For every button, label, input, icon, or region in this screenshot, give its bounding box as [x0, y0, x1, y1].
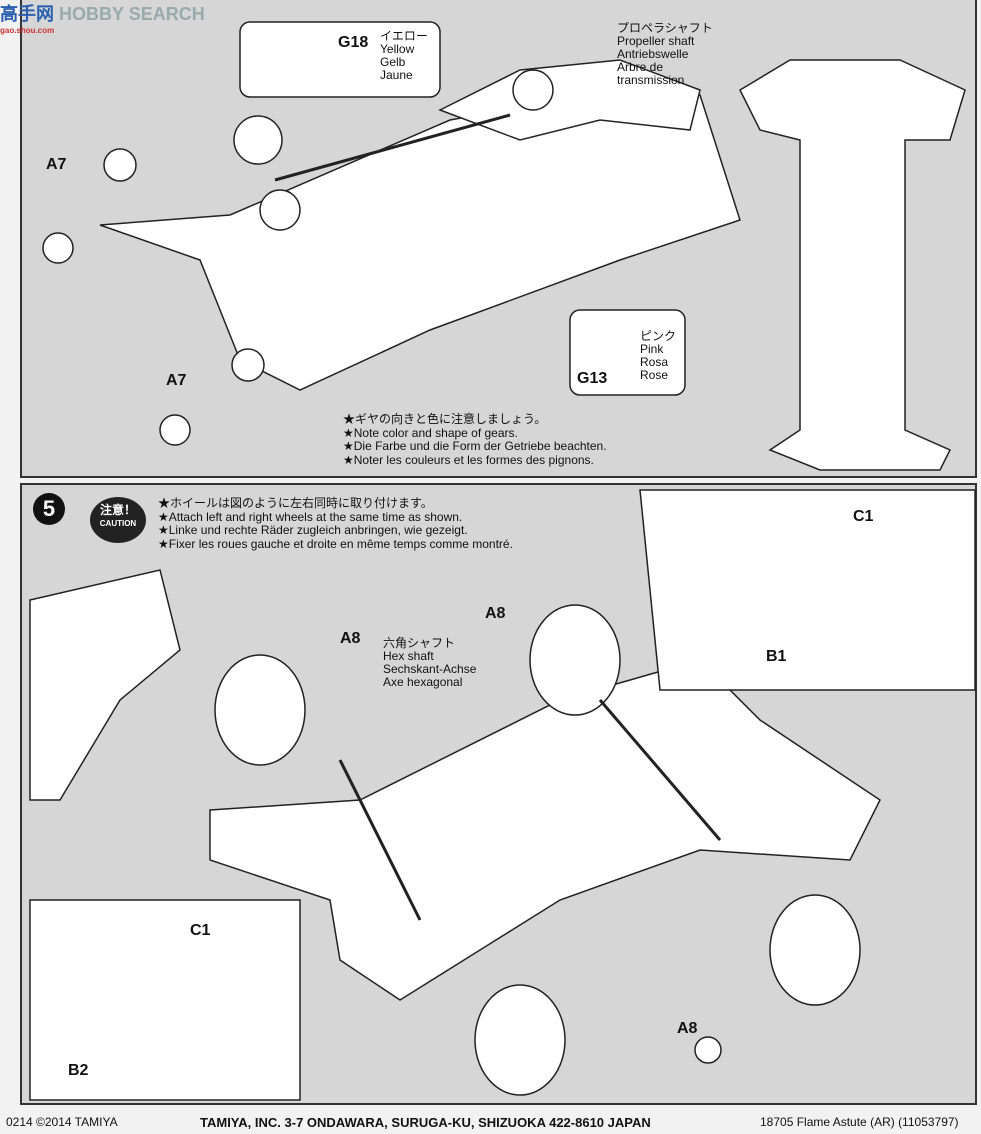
part-label-c1: C1	[190, 922, 211, 939]
step5-notes: ★ホイールは図のように左右同時に取り付けます。 ★Attach left and…	[158, 496, 513, 551]
washer-icon	[159, 414, 191, 446]
caution-badge: 注意！CAUTION	[90, 497, 146, 543]
gear-icon	[259, 189, 301, 231]
bearing-icon	[231, 348, 265, 382]
wheel-icon	[529, 604, 621, 716]
callout-bubble	[639, 489, 976, 691]
part-label-b2: B2	[68, 1062, 89, 1079]
chassis-step4	[99, 94, 741, 391]
part-label-a8: A8	[677, 1020, 698, 1037]
part-label-b1: B1	[766, 648, 787, 665]
wheel-icon	[474, 984, 566, 1096]
chassis-top-view	[739, 59, 966, 471]
hand-illustration	[29, 569, 181, 801]
part-label-a8: A8	[485, 605, 506, 622]
g13-color-text: ピンク Pink Rosa Rose	[640, 329, 677, 382]
callout-bubble	[29, 899, 301, 1101]
part-label-g18: G18	[338, 34, 369, 51]
footer-address: TAMIYA, INC. 3-7 ONDAWARA, SURUGA-KU, SH…	[200, 1115, 651, 1130]
wheel-icon	[214, 654, 306, 766]
part-label-a7: A7	[46, 156, 67, 173]
g18-callout	[239, 21, 441, 98]
hex-shaft-label: 六角シャフト Hex shaft Sechskant-Achse Axe hex…	[383, 636, 477, 689]
g13-callout	[569, 309, 686, 396]
washer-icon	[42, 232, 74, 264]
part-label-c1: C1	[853, 508, 874, 525]
bearing-icon	[694, 1036, 722, 1064]
bearing-icon	[103, 148, 137, 182]
chassis-arm	[438, 59, 701, 141]
footer-copyright: 0214 ©2014 TAMIYA	[6, 1115, 118, 1129]
step-number: 5	[33, 493, 65, 525]
gear-icon	[512, 69, 554, 111]
part-label-a7: A7	[166, 372, 187, 389]
wheel-icon	[769, 894, 861, 1006]
part-label-a8: A8	[340, 630, 361, 647]
step4-notes: ★ギヤの向きと色に注意しましょう。 ★Note color and shape …	[343, 412, 607, 467]
g18-color-text: イエロー Yellow Gelb Jaune	[380, 29, 428, 82]
part-label-g13: G13	[577, 370, 608, 387]
propeller-shaft-label: プロペラシャフト Propeller shaft Antriebswelle A…	[617, 21, 713, 87]
gear-icon	[233, 115, 283, 165]
footer-product: 18705 Flame Astute (AR) (11053797)	[760, 1115, 959, 1129]
